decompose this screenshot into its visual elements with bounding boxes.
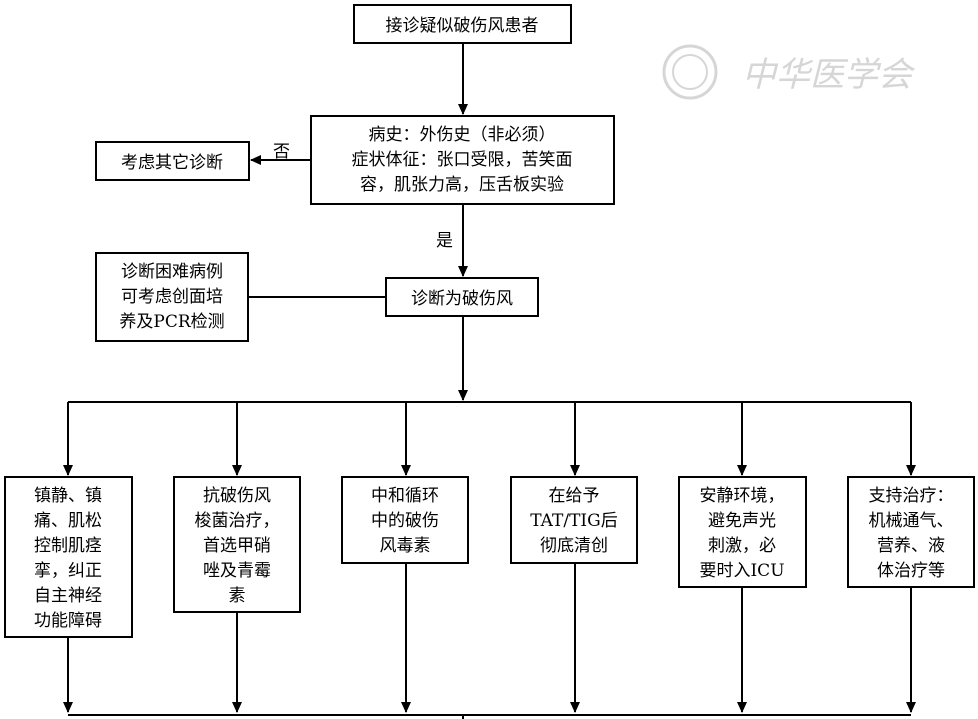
node-difficult-line: 诊断困难病例 bbox=[121, 262, 223, 282]
node-t6-line: 体治疗等 bbox=[877, 561, 945, 581]
node-diagnosis-text: 诊断为破伤风 bbox=[411, 289, 513, 309]
node-t3-box bbox=[341, 476, 469, 564]
watermark: 中华医学会 bbox=[662, 44, 916, 100]
node-other-line: 考虑其它诊断 bbox=[121, 153, 223, 173]
node-t4-line: TAT/TIG后 bbox=[530, 511, 617, 531]
node-t5-line: 要时入ICU bbox=[699, 561, 784, 581]
node-t6-text: 支持治疗： 机械通气、营养、液体治疗等 bbox=[869, 486, 954, 581]
node-t2-line: 唑及青霉 bbox=[203, 561, 271, 581]
node-t1-line: 镇静、镇 bbox=[34, 486, 102, 506]
node-history-box bbox=[310, 115, 615, 205]
node-t2-line: 首选甲硝 bbox=[203, 536, 271, 556]
edge-label-yes: 是 bbox=[436, 231, 453, 251]
node-t1-line: 自主神经 bbox=[34, 586, 102, 606]
node-difficult-text: 诊断困难病例可考虑创面培养及PCR检测 bbox=[119, 262, 224, 332]
watermark-text: 中华医学会 bbox=[742, 55, 916, 95]
node-other-box bbox=[95, 141, 250, 181]
node-t1-text: 镇静、镇痛、肌松控制肌痉挛，纠正自主神经功能障碍 bbox=[34, 486, 102, 631]
node-history-line: 症状体征：张口受限，苦笑面 bbox=[352, 150, 573, 170]
node-t3-line: 中的破伤 bbox=[371, 511, 439, 531]
node-difficult-line: 可考虑创面培 bbox=[121, 287, 223, 307]
node-t1-line: 挛，纠正 bbox=[34, 561, 102, 581]
node-other-text: 考虑其它诊断 bbox=[121, 153, 223, 173]
node-t2-line: 抗破伤风 bbox=[203, 486, 271, 506]
node-t2-line: 梭菌治疗， bbox=[195, 511, 280, 531]
node-history-text: 病史：外伤史（非必须） 症状体征：张口受限，苦笑面容，肌张力高，压舌板实验 bbox=[352, 125, 573, 195]
node-history-line: 病史：外伤史（非必须） bbox=[369, 125, 556, 145]
node-t1-box bbox=[4, 476, 133, 638]
node-t5-text: 安静环境， 避免声光刺激，必要时入ICU bbox=[699, 486, 784, 581]
node-t4-line: 彻底清创 bbox=[540, 536, 608, 556]
node-t5-line: 刺激，必 bbox=[708, 536, 776, 556]
node-t6-box bbox=[847, 476, 975, 588]
node-t2-line: 素 bbox=[229, 586, 246, 606]
node-start-box bbox=[353, 4, 572, 44]
node-t5-box bbox=[678, 476, 807, 588]
node-diagnosis-line: 诊断为破伤风 bbox=[411, 289, 513, 309]
node-t3-text: 中和循环中的破伤风毒素 bbox=[371, 486, 439, 556]
node-t4-line: 在给予 bbox=[549, 486, 600, 506]
node-t4-text: 在给予 TAT/TIG后彻底清创 bbox=[530, 486, 617, 556]
node-start-line: 接诊疑似破伤风患者 bbox=[386, 16, 539, 36]
node-t6-line: 营养、液 bbox=[877, 536, 945, 556]
node-difficult-line: 养及PCR检测 bbox=[119, 312, 224, 332]
edge-label-no: 否 bbox=[273, 142, 290, 162]
node-t6-line: 机械通气、 bbox=[869, 511, 954, 531]
node-t6-line: 支持治疗： bbox=[869, 486, 954, 506]
node-history-line: 容，肌张力高，压舌板实验 bbox=[360, 175, 564, 195]
node-t5-line: 安静环境， bbox=[700, 486, 785, 506]
node-start-text: 接诊疑似破伤风患者 bbox=[386, 16, 539, 36]
node-t3-line: 风毒素 bbox=[380, 536, 431, 556]
node-t1-line: 功能障碍 bbox=[34, 611, 102, 631]
watermark-seal-inner bbox=[672, 54, 708, 90]
node-t3-line: 中和循环 bbox=[371, 486, 439, 506]
node-t1-line: 痛、肌松 bbox=[34, 511, 102, 531]
node-t5-line: 避免声光 bbox=[708, 511, 776, 531]
watermark-seal-icon bbox=[662, 44, 718, 100]
node-t1-line: 控制肌痉 bbox=[34, 536, 102, 556]
node-t2-text: 抗破伤风梭菌治疗， 首选甲硝唑及青霉素 bbox=[195, 486, 280, 606]
